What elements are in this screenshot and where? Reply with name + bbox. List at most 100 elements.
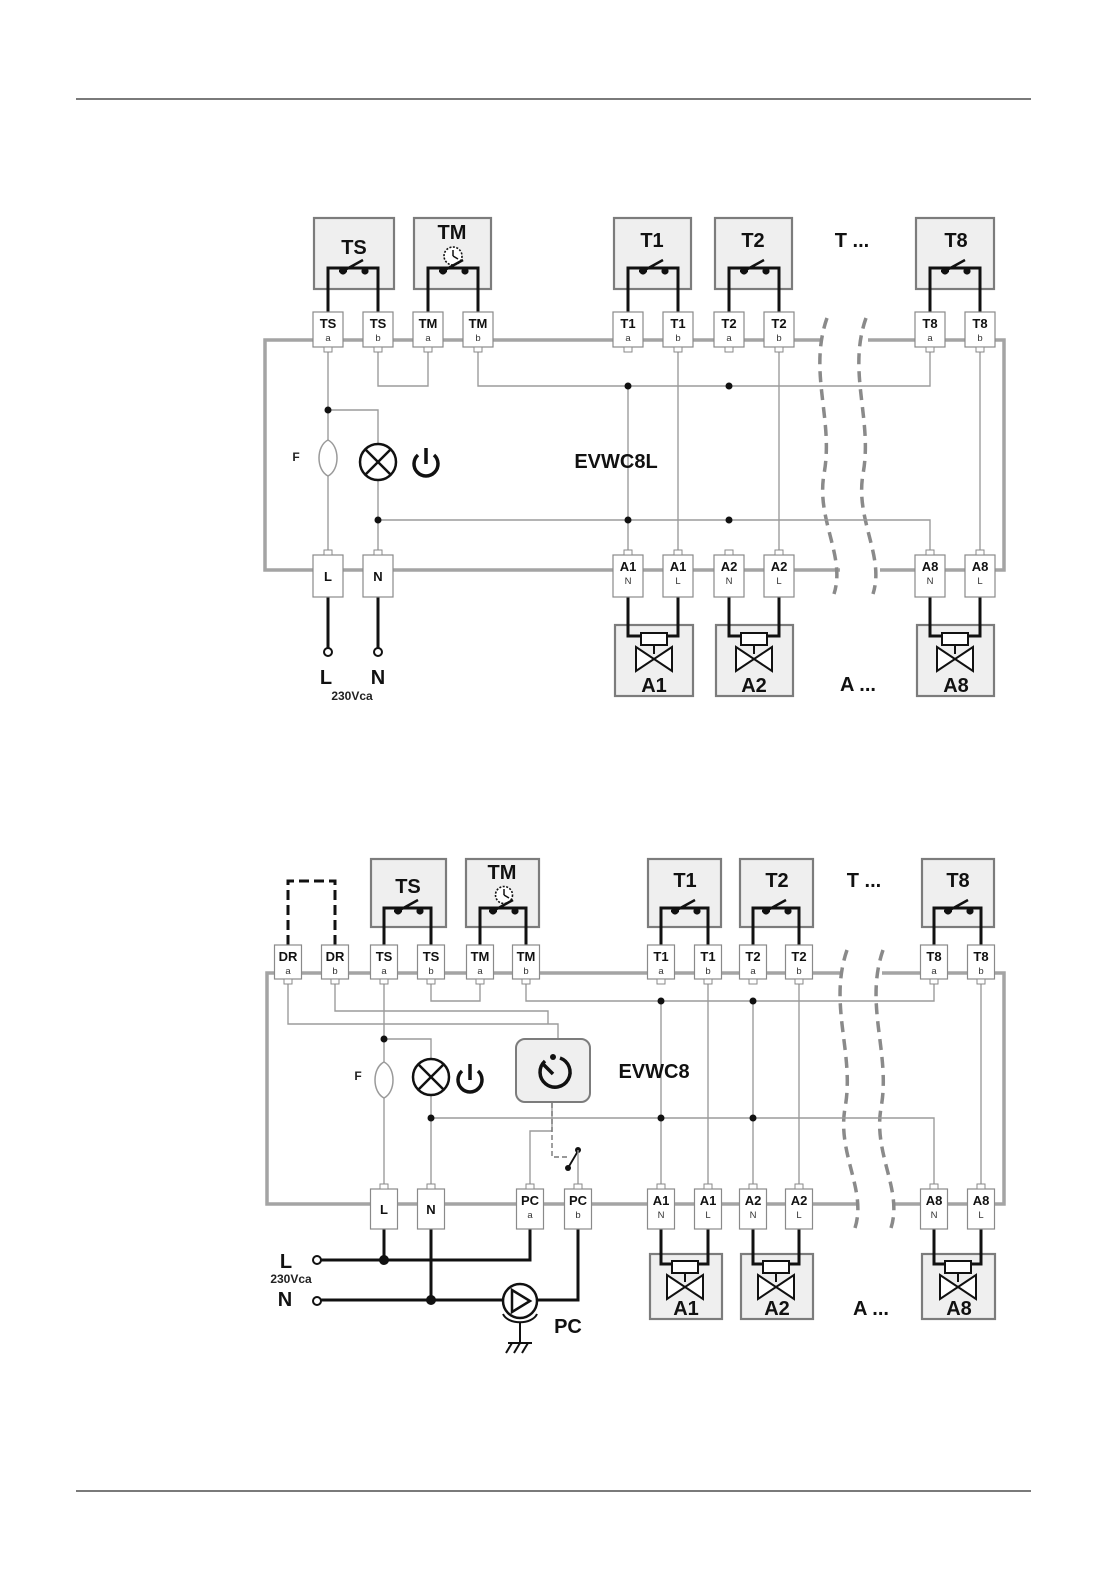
terminal-a2-n: A2N xyxy=(738,1183,768,1230)
box-label: TS xyxy=(395,876,421,898)
thermostat-wiring xyxy=(382,906,983,945)
terminal-sub: b xyxy=(428,966,433,977)
terminal-name: T2 xyxy=(721,316,736,331)
timer-module xyxy=(515,1038,591,1103)
terminal-name: TS xyxy=(423,949,440,964)
terminal-sub: L xyxy=(978,1210,983,1221)
break-mark xyxy=(857,317,878,595)
terminal-sub: b xyxy=(977,333,982,344)
box-label: A8 xyxy=(946,1298,972,1320)
terminal-name: DR xyxy=(326,949,345,964)
terminal-t8-a: T8a xyxy=(914,311,946,353)
pump-label: PC xyxy=(554,1316,582,1338)
terminal-name: T8 xyxy=(926,949,941,964)
terminal-t1-a: T1a xyxy=(612,311,644,353)
terminal-t2-b: T2b xyxy=(784,944,814,985)
header-rule xyxy=(76,98,1031,100)
terminal-name: T2 xyxy=(771,316,786,331)
terminal-sub: b xyxy=(796,966,801,977)
terminal-name: L xyxy=(324,569,332,584)
terminal-name: A2 xyxy=(791,1193,808,1208)
break-mark xyxy=(838,949,860,1229)
footer-rule xyxy=(76,1490,1031,1492)
terminal-name: TS xyxy=(320,316,337,331)
box-label: T1 xyxy=(673,870,696,892)
terminal-sub: a xyxy=(381,966,387,977)
box-label: T8 xyxy=(944,230,967,252)
terminal-a8-n: A8N xyxy=(919,1183,949,1230)
controller-frame-left xyxy=(265,971,858,1206)
terminal-name: TM xyxy=(471,949,490,964)
break-mark xyxy=(874,949,896,1229)
power-lamp-icon xyxy=(358,442,398,482)
dr-jumper xyxy=(286,879,337,945)
terminal-name: A8 xyxy=(926,1193,943,1208)
junction-dots xyxy=(324,382,733,524)
terminal-pc-b: PCb xyxy=(563,1183,593,1230)
more-actuators-label: A ... xyxy=(853,1298,889,1320)
internal-wiring xyxy=(287,983,982,1186)
terminal-name: A1 xyxy=(620,559,637,574)
mains-terminal-l xyxy=(323,647,333,657)
timer-icon xyxy=(538,1054,572,1089)
terminal-t2-a: T2a xyxy=(713,311,745,353)
model-label: EVWC8 xyxy=(618,1061,689,1083)
more-thermostats-label: T ... xyxy=(847,870,881,892)
mains-terminal-n xyxy=(373,647,383,657)
power-lamp-icon xyxy=(411,1057,451,1097)
terminal-t1-b: T1 b xyxy=(662,311,694,353)
terminal-sub: L xyxy=(675,576,680,587)
terminal-name: A1 xyxy=(653,1193,670,1208)
terminal-sub: a xyxy=(931,966,937,977)
box-label: A2 xyxy=(764,1298,790,1320)
terminal-t8-b: T8b xyxy=(966,944,996,985)
box-label: A1 xyxy=(673,1298,699,1320)
box-label: A2 xyxy=(741,675,767,697)
terminal-name: A1 xyxy=(670,559,687,574)
terminal-name: A2 xyxy=(771,559,788,574)
terminal-a1-l: A1L xyxy=(662,549,694,598)
terminal-sub: a xyxy=(325,333,331,344)
fuse-label: F xyxy=(292,450,299,464)
fuse-symbol xyxy=(374,1061,394,1099)
relay-link xyxy=(551,1103,568,1158)
junction-dots xyxy=(380,997,757,1122)
junction-dots xyxy=(379,1255,436,1305)
terminal-sub: L xyxy=(977,576,982,587)
terminal-l: L xyxy=(312,549,344,598)
terminal-sub: L xyxy=(776,576,781,587)
mains-n-label: N xyxy=(278,1289,292,1311)
thermostat-wiring xyxy=(326,266,982,312)
terminal-n: N xyxy=(416,1183,446,1230)
terminal-name: A8 xyxy=(922,559,939,574)
terminal-dr-b: DRb xyxy=(320,944,350,985)
terminal-sub: b xyxy=(705,966,710,977)
actuator-wiring xyxy=(659,1228,983,1266)
mains-l-label: L xyxy=(280,1251,292,1273)
terminal-sub: L xyxy=(796,1210,801,1221)
box-label: A8 xyxy=(943,675,969,697)
terminal-name: TM xyxy=(469,316,488,331)
terminal-a1-l: A1L xyxy=(693,1183,723,1230)
box-label: TS xyxy=(341,237,367,259)
terminal-name: PC xyxy=(569,1193,588,1208)
power-icon xyxy=(456,1064,484,1094)
terminal-sub: b xyxy=(675,333,680,344)
terminal-sub: a xyxy=(477,966,483,977)
terminal-a1-n: A1N xyxy=(612,549,644,598)
terminal-dr-a: DRa xyxy=(273,944,303,985)
terminal-name: T8 xyxy=(972,316,987,331)
pump-icon xyxy=(501,1282,539,1354)
terminal-ts-b: TS b xyxy=(416,944,446,985)
terminal-t8-b: T8 b xyxy=(964,311,996,353)
controller-frame-right xyxy=(868,338,1006,572)
terminal-name: TM xyxy=(419,316,438,331)
terminal-t1-a: T1a xyxy=(646,944,676,985)
thermostat-box-t8 xyxy=(914,216,996,291)
terminal-name: T1 xyxy=(670,316,685,331)
controller-frame-right xyxy=(882,971,1006,1206)
terminal-sub: N xyxy=(625,576,632,587)
